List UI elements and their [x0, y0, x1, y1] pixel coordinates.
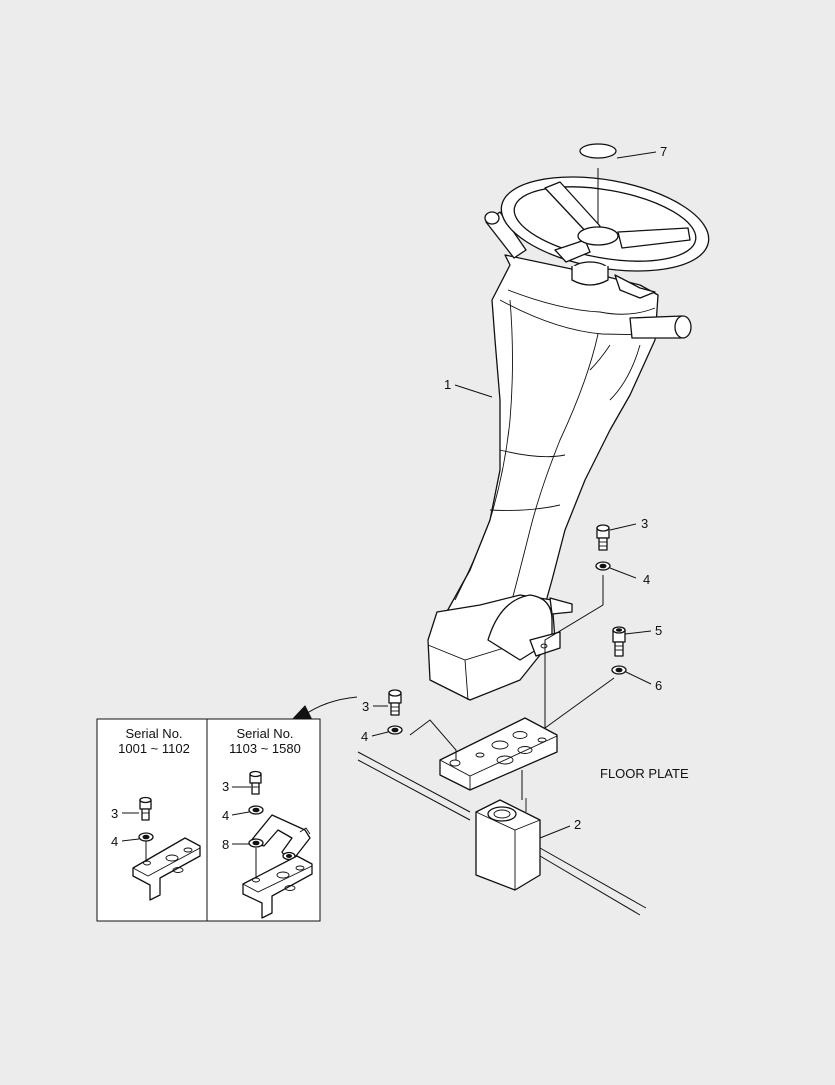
inset-callout-4-right: 4: [222, 808, 229, 823]
callout-7: 7: [660, 144, 667, 159]
steering-column: [427, 143, 710, 701]
washer-4-upper: [595, 561, 611, 571]
floor-plate-lines: [357, 751, 647, 916]
inset-right-header-line1: Serial No.: [236, 726, 293, 741]
callout-3-upper: 3: [641, 516, 648, 531]
inset-left-plate: [132, 837, 201, 901]
callout-4-left: 4: [361, 729, 368, 744]
bolt-3-left: [388, 689, 402, 716]
serial-inset: Serial No. 1001 ~ 1102 Serial No. 1103 ~…: [96, 718, 321, 922]
assembly-lines: [288, 151, 657, 839]
floor-plate-label: FLOOR PLATE: [600, 766, 689, 781]
callout-3-left: 3: [362, 699, 369, 714]
inset-bracket-8: [248, 814, 311, 861]
inset-right-bolt: [249, 770, 262, 795]
bolt-5: [612, 626, 626, 657]
inset-left-header-line2: 1001 ~ 1102: [118, 741, 190, 756]
callout-6: 6: [655, 678, 662, 693]
inset-callout-4-left: 4: [111, 834, 118, 849]
inset-right-plate: [242, 848, 313, 919]
inset-callout-3-right: 3: [222, 779, 229, 794]
inset-left-header-line1: Serial No.: [125, 726, 182, 741]
inset-right-header-line2: 1103 ~ 1580: [229, 741, 301, 756]
mounting-plate: [439, 717, 558, 791]
callout-5: 5: [655, 623, 662, 638]
callout-1: 1: [444, 377, 451, 392]
callout-2: 2: [574, 817, 581, 832]
callout-4-upper: 4: [643, 572, 650, 587]
steering-valve: [475, 798, 541, 891]
washer-6: [611, 665, 627, 675]
washer-4-left: [387, 725, 403, 735]
inset-left-bolt: [139, 796, 152, 821]
bolt-3-upper: [596, 524, 610, 551]
inset-callout-8: 8: [222, 837, 229, 852]
inset-callout-3-left: 3: [111, 806, 118, 821]
